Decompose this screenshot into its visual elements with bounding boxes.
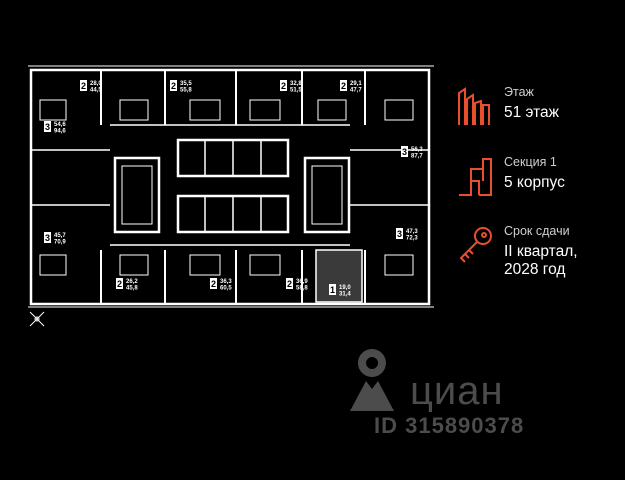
key-icon — [459, 227, 492, 263]
apartment-rooms-box — [44, 232, 51, 243]
floor-label: Этаж — [504, 85, 534, 99]
apartment-area-total: 47,3 — [406, 229, 418, 235]
apartment-rooms: 3 — [45, 122, 50, 132]
apartment-rooms: 2 — [117, 279, 122, 289]
apartment-area-living: 47,7 — [350, 88, 362, 94]
apartment-rooms: 2 — [211, 279, 216, 289]
apartment-rooms: 2 — [81, 81, 86, 91]
apartment-area-total: 54,6 — [54, 122, 66, 128]
apartment-area-total: 45,7 — [54, 233, 66, 239]
apartment-rooms-box — [210, 278, 217, 289]
apartment-rooms-box — [396, 228, 403, 239]
floor-value: 51 этаж — [504, 104, 560, 121]
apartment-rooms-box — [329, 284, 336, 295]
apartment-badge[interactable]: 2 36,360,5 — [210, 278, 232, 292]
apartment-rooms-box — [401, 146, 408, 157]
apartment-area-total: 32,8 — [290, 81, 302, 87]
location-pin-icon — [350, 349, 394, 411]
apartment-rooms-box — [116, 278, 123, 289]
apartment-badge[interactable]: 2 26,245,8 — [116, 278, 138, 292]
apartment-rooms-box — [80, 80, 87, 91]
watermark-brand: циан — [410, 369, 504, 413]
apartment-rooms-box — [170, 80, 177, 91]
apartment-area-total: 35,5 — [180, 81, 192, 87]
deadline-label: Срок сдачи — [504, 224, 570, 238]
apartment-area-living: 31,4 — [339, 292, 351, 298]
building-floor-icon — [458, 87, 490, 125]
apartment-rooms: 2 — [287, 279, 292, 289]
watermark-id: ID 315890378 — [374, 413, 525, 438]
section-value: 5 корпус — [504, 174, 565, 191]
apartment-rooms: 2 — [341, 81, 346, 91]
apartment-area-total: 29,1 — [350, 81, 362, 87]
apartment-badge[interactable]: 3 47,372,3 — [396, 228, 418, 242]
apartment-rooms-box — [286, 278, 293, 289]
apartment-badge[interactable]: 3 56,387,7 — [401, 146, 423, 160]
compass-icon — [29, 311, 45, 327]
highlighted-apartment[interactable] — [315, 249, 363, 303]
apartment-area-living: 58,8 — [296, 286, 308, 292]
apartment-badge[interactable]: 2 32,851,5 — [280, 80, 302, 94]
apartment-area-total: 26,2 — [126, 279, 138, 285]
apartment-rooms-box — [44, 121, 51, 132]
apartment-area-total: 28,0 — [90, 81, 102, 87]
apartment-area-living: 70,9 — [54, 240, 66, 246]
deadline-value: II квартал, 2028 год — [504, 243, 578, 278]
apartment-rooms: 2 — [281, 81, 286, 91]
apartment-rooms: 3 — [402, 147, 407, 157]
apartment-badge[interactable]: 2 36,958,8 — [286, 278, 308, 292]
apartment-rooms-box — [280, 80, 287, 91]
apartment-badge[interactable]: 2 29,147,7 — [340, 80, 362, 94]
apartment-area-living: 60,5 — [220, 286, 232, 292]
apartment-rooms-box — [340, 80, 347, 91]
apartment-badge[interactable]: 2 35,555,8 — [170, 80, 192, 94]
apartment-rooms: 3 — [397, 229, 402, 239]
floor-plan-walls — [28, 65, 434, 308]
section-label: Секция 1 — [504, 155, 557, 169]
apartment-area-living: 94,6 — [54, 129, 66, 135]
building-section-icon — [459, 158, 492, 196]
apartment-rooms: 1 — [330, 285, 335, 295]
apartment-area-living: 51,5 — [290, 88, 302, 94]
apartment-area-total: 36,9 — [296, 279, 308, 285]
apartment-area-living: 87,7 — [411, 154, 423, 160]
apartment-area-living: 55,8 — [180, 88, 192, 94]
apartment-area-living: 44,5 — [90, 88, 102, 94]
apartment-badge[interactable]: 3 54,694,6 — [44, 121, 66, 135]
apartment-badge[interactable]: 1 19,031,4 — [329, 284, 351, 298]
apartment-area-total: 19,0 — [339, 285, 351, 291]
apartment-area-total: 56,3 — [411, 147, 423, 153]
apartment-area-living: 72,3 — [406, 236, 418, 242]
apartment-area-living: 45,8 — [126, 286, 138, 292]
apartment-rooms: 2 — [171, 81, 176, 91]
apartment-badge[interactable]: 2 28,044,5 — [80, 80, 102, 94]
apartment-badge[interactable]: 3 45,770,9 — [44, 232, 66, 246]
apartment-area-total: 36,3 — [220, 279, 232, 285]
apartment-rooms: 3 — [45, 233, 50, 243]
